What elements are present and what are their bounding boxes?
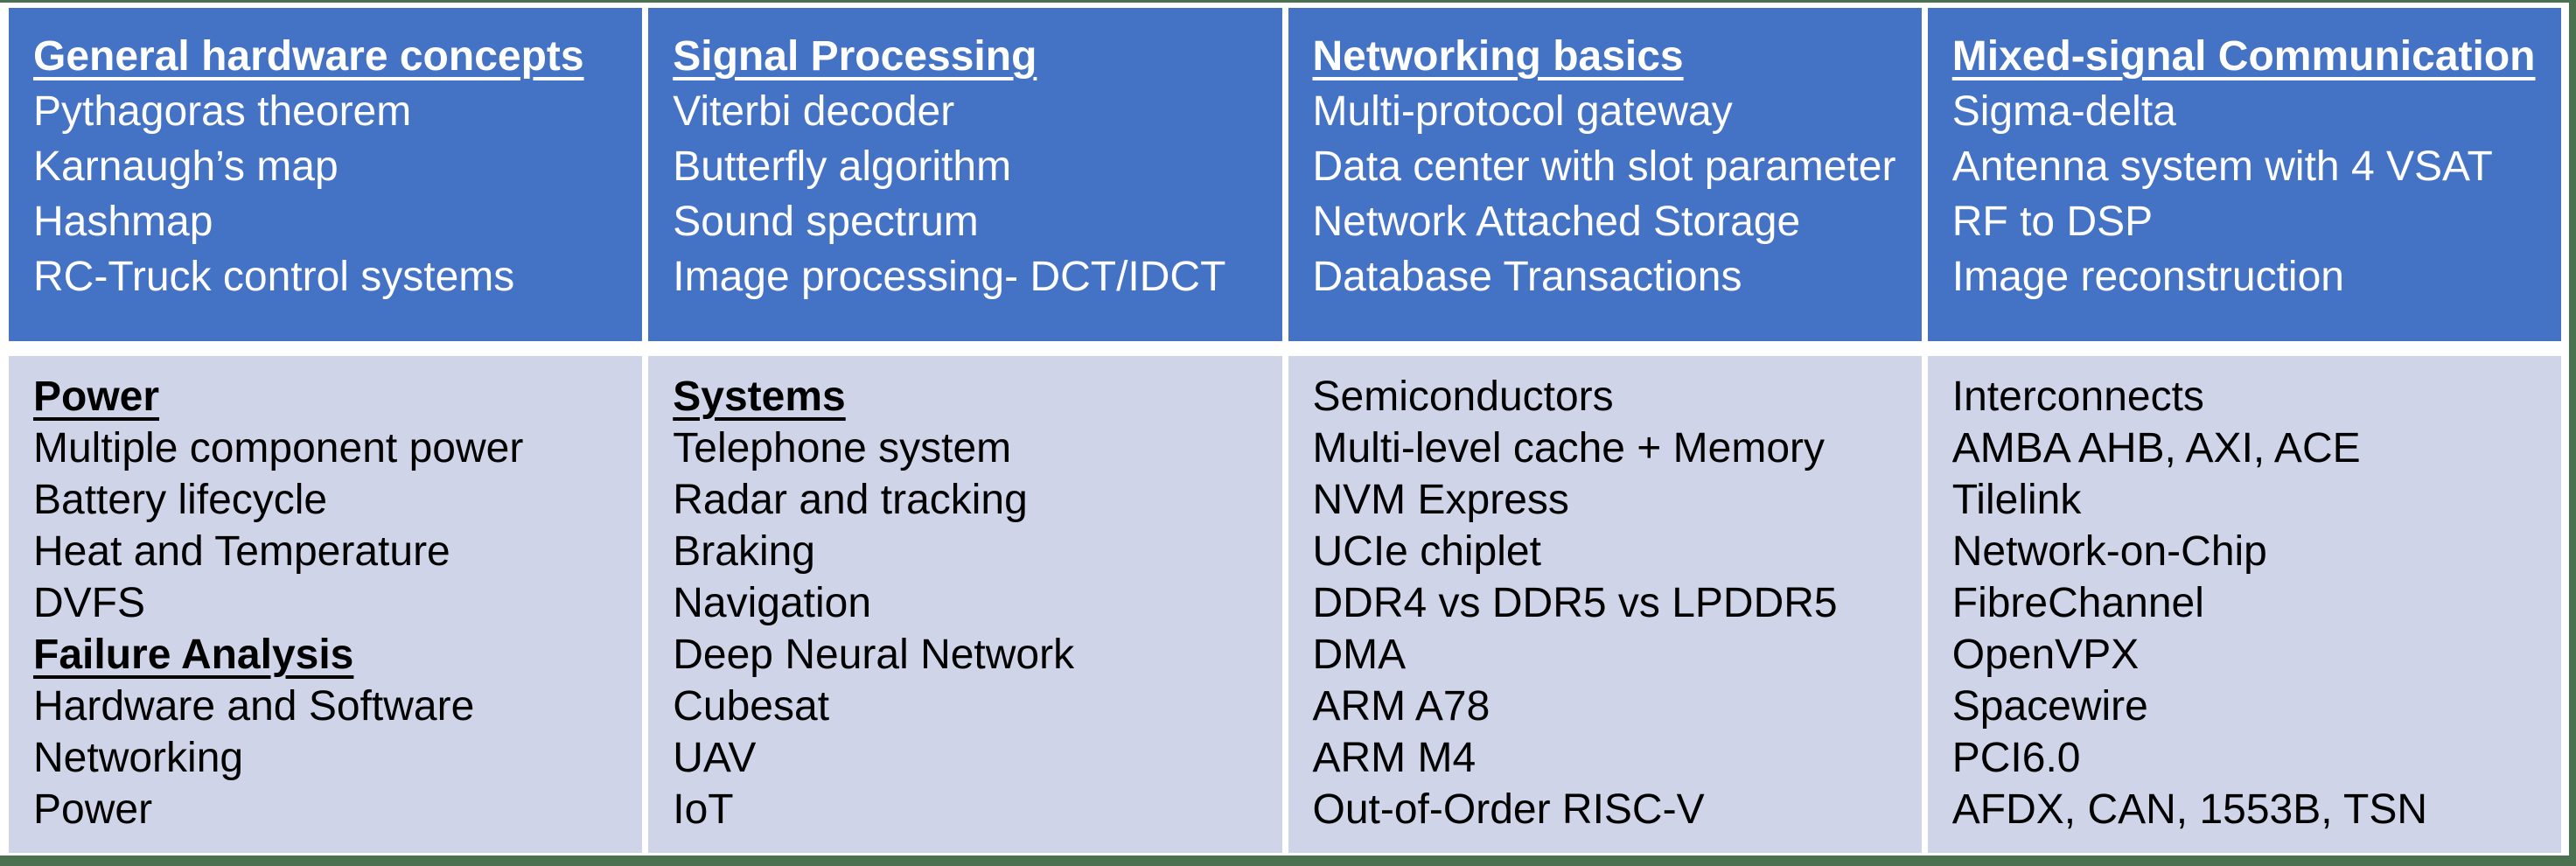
cell-item: OpenVPX <box>1951 632 2140 678</box>
green-border-bottom <box>0 856 2576 866</box>
cell-item: Semiconductors <box>1312 374 1614 420</box>
cell-item: PCI6.0 <box>1951 735 2081 781</box>
cell-item: Antenna system with 4 VSAT <box>1951 143 2493 190</box>
cell-item: RF to DSP <box>1951 199 2154 245</box>
cell-item: Database Transactions <box>1312 254 1742 300</box>
cell-item: Heat and Temperature <box>33 528 450 575</box>
cell-header: Networking basics <box>1312 33 1684 80</box>
cell-item: AMBA AHB, AXI, ACE <box>1951 425 2361 471</box>
cell-header: Power <box>33 374 160 420</box>
cell-mixed-signal-communication: Mixed-signal Communication Sigma-delta A… <box>1927 8 2561 341</box>
cell-item: Butterfly algorithm <box>673 143 1012 190</box>
cell-semiconductors: Semiconductors Multi-level cache + Memor… <box>1288 356 1922 853</box>
cell-item: RC-Truck control systems <box>33 254 515 300</box>
cell-item: DDR4 vs DDR5 vs LPDDR5 <box>1312 580 1838 626</box>
cell-item: Hardware and Software <box>33 683 475 730</box>
cell-item: Data center with slot parameter <box>1312 143 1896 190</box>
cell-item: Hashmap <box>33 199 213 245</box>
cell-item: UAV <box>673 735 757 781</box>
cell-item: Interconnects <box>1951 374 2204 420</box>
topics-table: General hardware concepts Pythagoras the… <box>9 8 2561 853</box>
cell-item: Networking <box>33 735 244 781</box>
cell-item: Out-of-Order RISC-V <box>1312 786 1705 833</box>
cell-header: Mixed-signal Communication <box>1951 33 2536 80</box>
cell-item: Spacewire <box>1951 683 2148 730</box>
cell-item: Deep Neural Network <box>673 632 1075 678</box>
cell-interconnects: Interconnects AMBA AHB, AXI, ACE Tilelin… <box>1927 356 2561 853</box>
cell-item: Radar and tracking <box>673 477 1028 523</box>
cell-item: Tilelink <box>1951 477 2082 523</box>
cell-item: Pythagoras theorem <box>33 88 412 135</box>
cell-item: Network Attached Storage <box>1312 199 1801 245</box>
cell-item: Battery lifecycle <box>33 477 328 523</box>
cell-item: Navigation <box>673 580 872 626</box>
cell-item: ARM M4 <box>1312 735 1476 781</box>
cell-item: DVFS <box>33 580 146 626</box>
cell-item: AFDX, CAN, 1553B, TSN <box>1951 786 2428 833</box>
cell-item: FibreChannel <box>1951 580 2204 626</box>
green-border-top <box>0 0 2576 3</box>
cell-systems: Systems Telephone system Radar and track… <box>648 356 1282 853</box>
cell-item: Multi-protocol gateway <box>1312 88 1733 135</box>
cell-item: Multi-level cache + Memory <box>1312 425 1826 471</box>
cell-item: Sound spectrum <box>673 199 979 245</box>
cell-item: Telephone system <box>673 425 1012 471</box>
cell-item: NVM Express <box>1312 477 1569 523</box>
cell-networking-basics: Networking basics Multi-protocol gateway… <box>1288 8 1922 341</box>
cell-item: Network-on-Chip <box>1951 528 2267 575</box>
cell-item: UCIe chiplet <box>1312 528 1541 575</box>
cell-item: Karnaugh’s map <box>33 143 339 190</box>
cell-item: Multiple component power <box>33 425 524 471</box>
cell-general-hardware-concepts: General hardware concepts Pythagoras the… <box>9 8 643 341</box>
cell-item: Cubesat <box>673 683 830 730</box>
cell-item: Braking <box>673 528 815 575</box>
cell-item: IoT <box>673 786 734 833</box>
cell-signal-processing: Signal Processing Viterbi decoder Butter… <box>648 8 1282 341</box>
cell-item: Sigma-delta <box>1951 88 2176 135</box>
cell-item: Viterbi decoder <box>673 88 955 135</box>
cell-item: DMA <box>1312 632 1407 678</box>
cell-item: Image processing- DCT/IDCT <box>673 254 1226 300</box>
cell-header: Failure Analysis <box>33 632 354 678</box>
cell-header: Signal Processing <box>673 33 1037 80</box>
cell-item: Image reconstruction <box>1951 254 2344 300</box>
cell-header: Systems <box>673 374 846 420</box>
green-border-right <box>2569 0 2576 866</box>
cell-item: ARM A78 <box>1312 683 1490 730</box>
cell-header: General hardware concepts <box>33 33 584 80</box>
cell-power-failure-analysis: Power Multiple component power Battery l… <box>9 356 643 853</box>
cell-item: Power <box>33 786 153 833</box>
